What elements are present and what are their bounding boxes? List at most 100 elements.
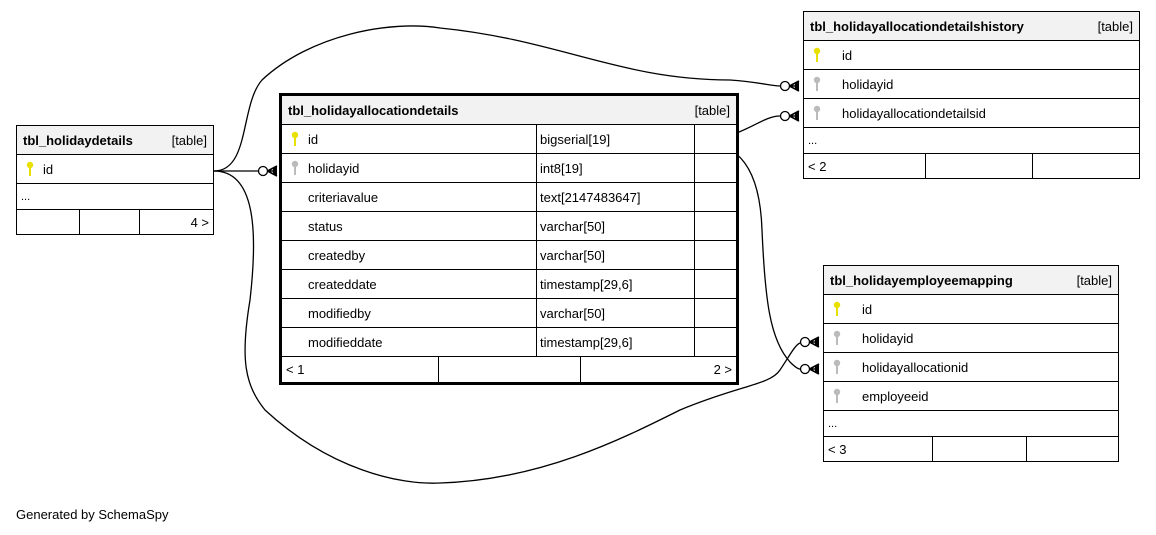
table-name: tbl_holidaydetails <box>23 132 133 148</box>
table-footer: < 1 2 > <box>282 357 736 382</box>
column-row[interactable]: id <box>804 41 1139 70</box>
footer-cell <box>17 210 79 234</box>
footer-cell <box>925 154 1032 178</box>
column-type: bigserial[19] <box>537 125 695 153</box>
column-name: holidayid <box>862 330 914 346</box>
column-name: holidayallocationid <box>862 359 969 375</box>
relationship-line-holidaydetails-history <box>213 25 781 172</box>
column-row[interactable]: modifieddate timestamp[29,6] <box>282 328 736 357</box>
column-row[interactable]: status varchar[50] <box>282 212 736 241</box>
column-row[interactable]: createddate timestamp[29,6] <box>282 270 736 299</box>
more-columns-ellipsis: ... <box>17 184 213 210</box>
foreign-key-icon <box>830 358 844 376</box>
column-name-cell: createddate <box>282 270 537 298</box>
foreign-key-icon <box>830 387 844 405</box>
column-name: status <box>308 218 343 234</box>
column-row[interactable]: createdby varchar[50] <box>282 241 736 270</box>
column-name: id <box>43 161 54 177</box>
table-footer: 4 > <box>17 210 213 234</box>
column-row[interactable]: holidayid <box>824 324 1118 353</box>
column-row[interactable]: holidayallocationdetailsid <box>804 99 1139 128</box>
column-name: modifieddate <box>308 334 383 350</box>
footer-cell <box>438 357 580 382</box>
more-columns-ellipsis: ... <box>804 128 1139 154</box>
no-key-spacer <box>288 188 302 206</box>
column-row[interactable]: holidayid <box>804 70 1139 99</box>
foreign-key-icon <box>810 104 824 122</box>
table-header: tbl_holidayallocationdetails [table] <box>282 96 736 125</box>
column-name-cell: criteriavalue <box>282 183 537 211</box>
column-name: createddate <box>308 276 377 292</box>
primary-key-icon <box>288 130 302 148</box>
footer-cell <box>1032 154 1139 178</box>
column-type: timestamp[29,6] <box>537 270 695 298</box>
table-footer: < 2 <box>804 154 1139 178</box>
column-type: int8[19] <box>537 154 695 182</box>
column-row[interactable]: holidayallocationid <box>824 353 1118 382</box>
column-type: varchar[50] <box>537 299 695 327</box>
column-name-cell: holidayid <box>282 154 537 182</box>
column-name: holidayallocationdetailsid <box>842 105 986 121</box>
column-row[interactable]: id <box>17 155 213 184</box>
primary-key-icon <box>23 160 37 178</box>
foreign-key-icon <box>830 329 844 347</box>
table-name: tbl_holidayallocationdetailshistory <box>810 18 1024 34</box>
column-name: id <box>862 301 873 317</box>
foreign-key-icon <box>288 159 302 177</box>
more-columns-ellipsis: ... <box>824 411 1118 437</box>
foreign-key-icon <box>810 75 824 93</box>
parents-count: < 1 <box>286 362 305 377</box>
relationship-line-holidaydetails-employeemapping <box>213 170 801 484</box>
column-name-cell: status <box>282 212 537 240</box>
parents-count: < 2 <box>808 158 827 174</box>
primary-key-icon <box>830 300 844 318</box>
column-name: modifiedby <box>308 305 371 321</box>
primary-key-icon <box>810 46 824 64</box>
crowfoot-icon <box>799 336 820 348</box>
children-count: 4 > <box>139 210 213 234</box>
table-header: tbl_holidayemployeemapping [table] <box>824 266 1118 295</box>
footer-cell <box>932 437 1026 461</box>
column-row[interactable]: id <box>824 295 1118 324</box>
column-name: holidayid <box>308 160 360 176</box>
no-key-spacer <box>288 304 302 322</box>
table-kind: [table] <box>1076 272 1112 288</box>
column-name: employeeid <box>862 388 929 404</box>
column-type: text[2147483647] <box>537 183 695 211</box>
table-holidayemployeemapping[interactable]: tbl_holidayemployeemapping [table] id hol… <box>823 265 1119 462</box>
no-key-spacer <box>288 246 302 264</box>
crowfoot-icon <box>799 363 820 375</box>
table-header: tbl_holidaydetails [table] <box>17 126 213 155</box>
generator-label: Generated by SchemaSpy <box>16 507 169 522</box>
no-key-spacer <box>288 333 302 351</box>
table-holidaydetails[interactable]: tbl_holidaydetails [table] id ... 4 > <box>16 125 214 235</box>
column-name-cell: modifieddate <box>282 328 537 356</box>
column-name-cell: createdby <box>282 241 537 269</box>
no-key-spacer <box>288 275 302 293</box>
children-count: 2 > <box>580 357 736 382</box>
column-name-cell: modifiedby <box>282 299 537 327</box>
column-row[interactable]: employeeid <box>824 382 1118 411</box>
column-type: timestamp[29,6] <box>537 328 695 356</box>
column-type: varchar[50] <box>537 212 695 240</box>
table-holidayallocationdetails[interactable]: tbl_holidayallocationdetails [table] id b… <box>279 93 739 385</box>
column-name: holidayid <box>842 76 894 92</box>
column-row[interactable]: holidayid int8[19] <box>282 154 736 183</box>
footer-cell <box>1026 437 1118 461</box>
column-name: createdby <box>308 247 366 263</box>
parents-count: < 3 <box>828 441 847 457</box>
table-header: tbl_holidayallocationdetailshistory [tab… <box>804 12 1139 41</box>
crowfoot-icon <box>779 110 800 122</box>
crowfoot-icon <box>257 165 278 177</box>
column-row[interactable]: id bigserial[19] <box>282 125 736 154</box>
table-name: tbl_holidayemployeemapping <box>830 272 1013 288</box>
column-row[interactable]: modifiedby varchar[50] <box>282 299 736 328</box>
table-kind: [table] <box>694 102 730 118</box>
column-type: varchar[50] <box>537 241 695 269</box>
column-name: id <box>308 131 319 147</box>
table-kind: [table] <box>1097 18 1133 34</box>
table-holidayallocationdetailshistory[interactable]: tbl_holidayallocationdetailshistory [tab… <box>803 11 1140 179</box>
column-name-cell: id <box>282 125 537 153</box>
relationship-line-allocationdetails-employeemapping <box>695 140 801 370</box>
